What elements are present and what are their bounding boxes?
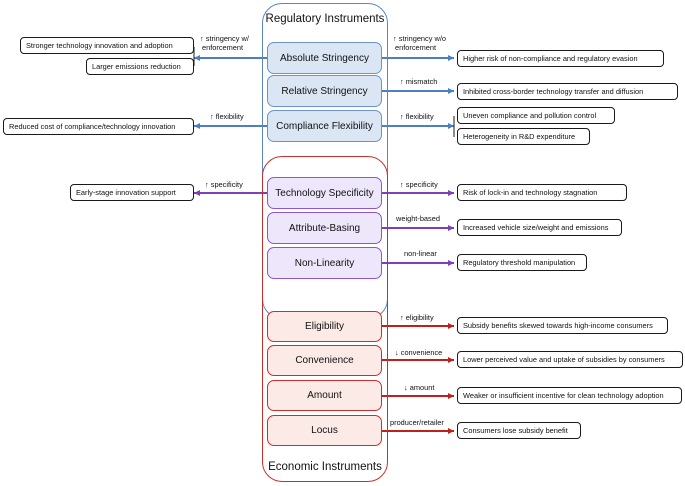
outcome-uneven-compliance: Uneven compliance and pollution control [457, 107, 615, 124]
instrument-convenience: Convenience [267, 345, 382, 376]
outcome-lower-uptake: Lower perceived value and uptake of subs… [457, 351, 683, 368]
label-specificity-left: ↑ specificity [205, 180, 243, 189]
outcome-lock-in: Risk of lock-in and technology stagnatio… [457, 184, 627, 201]
instrument-relative-stringency: Relative Stringency [267, 75, 382, 107]
label-amount: ↓ amount [404, 383, 435, 392]
label-weight-based: weight-based [396, 214, 440, 223]
outcome-heterogeneity-rd: Heterogeneity in R&D expenditure [457, 128, 590, 145]
outcome-vehicle-size: Increased vehicle size/weight and emissi… [457, 219, 622, 236]
label-stringency-enforcement-1: ↑ stringency w/ [200, 34, 249, 43]
outcome-lose-benefit: Consumers lose subsidy benefit [457, 422, 581, 439]
outcome-inhibited-transfer: Inhibited cross-border technology transf… [457, 83, 678, 100]
label-flexibility-left: ↑ flexibility [210, 112, 244, 121]
instrument-attribute-basing: Attribute-Basing [267, 212, 382, 244]
label-stringency-enforcement-2: enforcement [202, 43, 244, 52]
outcome-non-compliance: Higher risk of non-compliance and regula… [457, 50, 664, 67]
label-mismatch: ↑ mismatch [400, 77, 438, 86]
instrument-eligibility: Eligibility [267, 311, 382, 342]
regulatory-instruments-title: Regulatory Instruments [265, 13, 385, 25]
label-eligibility: ↑ eligibility [400, 313, 434, 322]
label-non-linear: non-linear [404, 249, 437, 258]
outcome-subsidy-skewed: Subsidy benefits skewed towards high-inc… [457, 317, 668, 334]
instrument-absolute-stringency: Absolute Stringency [267, 42, 382, 74]
outcome-weaker-incentive: Weaker or insufficient incentive for cle… [457, 387, 682, 404]
label-producer-retailer: producer/retailer [390, 418, 444, 427]
instrument-technology-specificity: Technology Specificity [267, 177, 382, 209]
instrument-amount: Amount [267, 380, 382, 411]
label-stringency-wo-1: ↑ stringency w/o [393, 34, 446, 43]
label-specificity-right: ↑ specificity [400, 180, 438, 189]
outcome-reduced-cost: Reduced cost of compliance/technology in… [3, 118, 194, 135]
instrument-non-linearity: Non-Linearity [267, 247, 382, 279]
outcome-threshold-manipulation: Regulatory threshold manipulation [457, 254, 587, 271]
outcome-emissions-reduction: Larger emissions reduction [86, 58, 194, 75]
economic-instruments-title: Economic Instruments [268, 461, 382, 473]
outcome-early-stage: Early-stage innovation support [70, 184, 194, 201]
label-stringency-wo-2: enforcement [395, 43, 437, 52]
economic-instruments-group [262, 156, 388, 482]
label-flexibility-right: ↑ flexibility [400, 112, 434, 121]
label-convenience: ↓ convenience [395, 348, 443, 357]
instrument-compliance-flexibility: Compliance Flexibility [267, 110, 382, 142]
outcome-innovation-adoption: Stronger technology innovation and adopt… [20, 37, 194, 54]
instrument-locus: Locus [267, 415, 382, 446]
